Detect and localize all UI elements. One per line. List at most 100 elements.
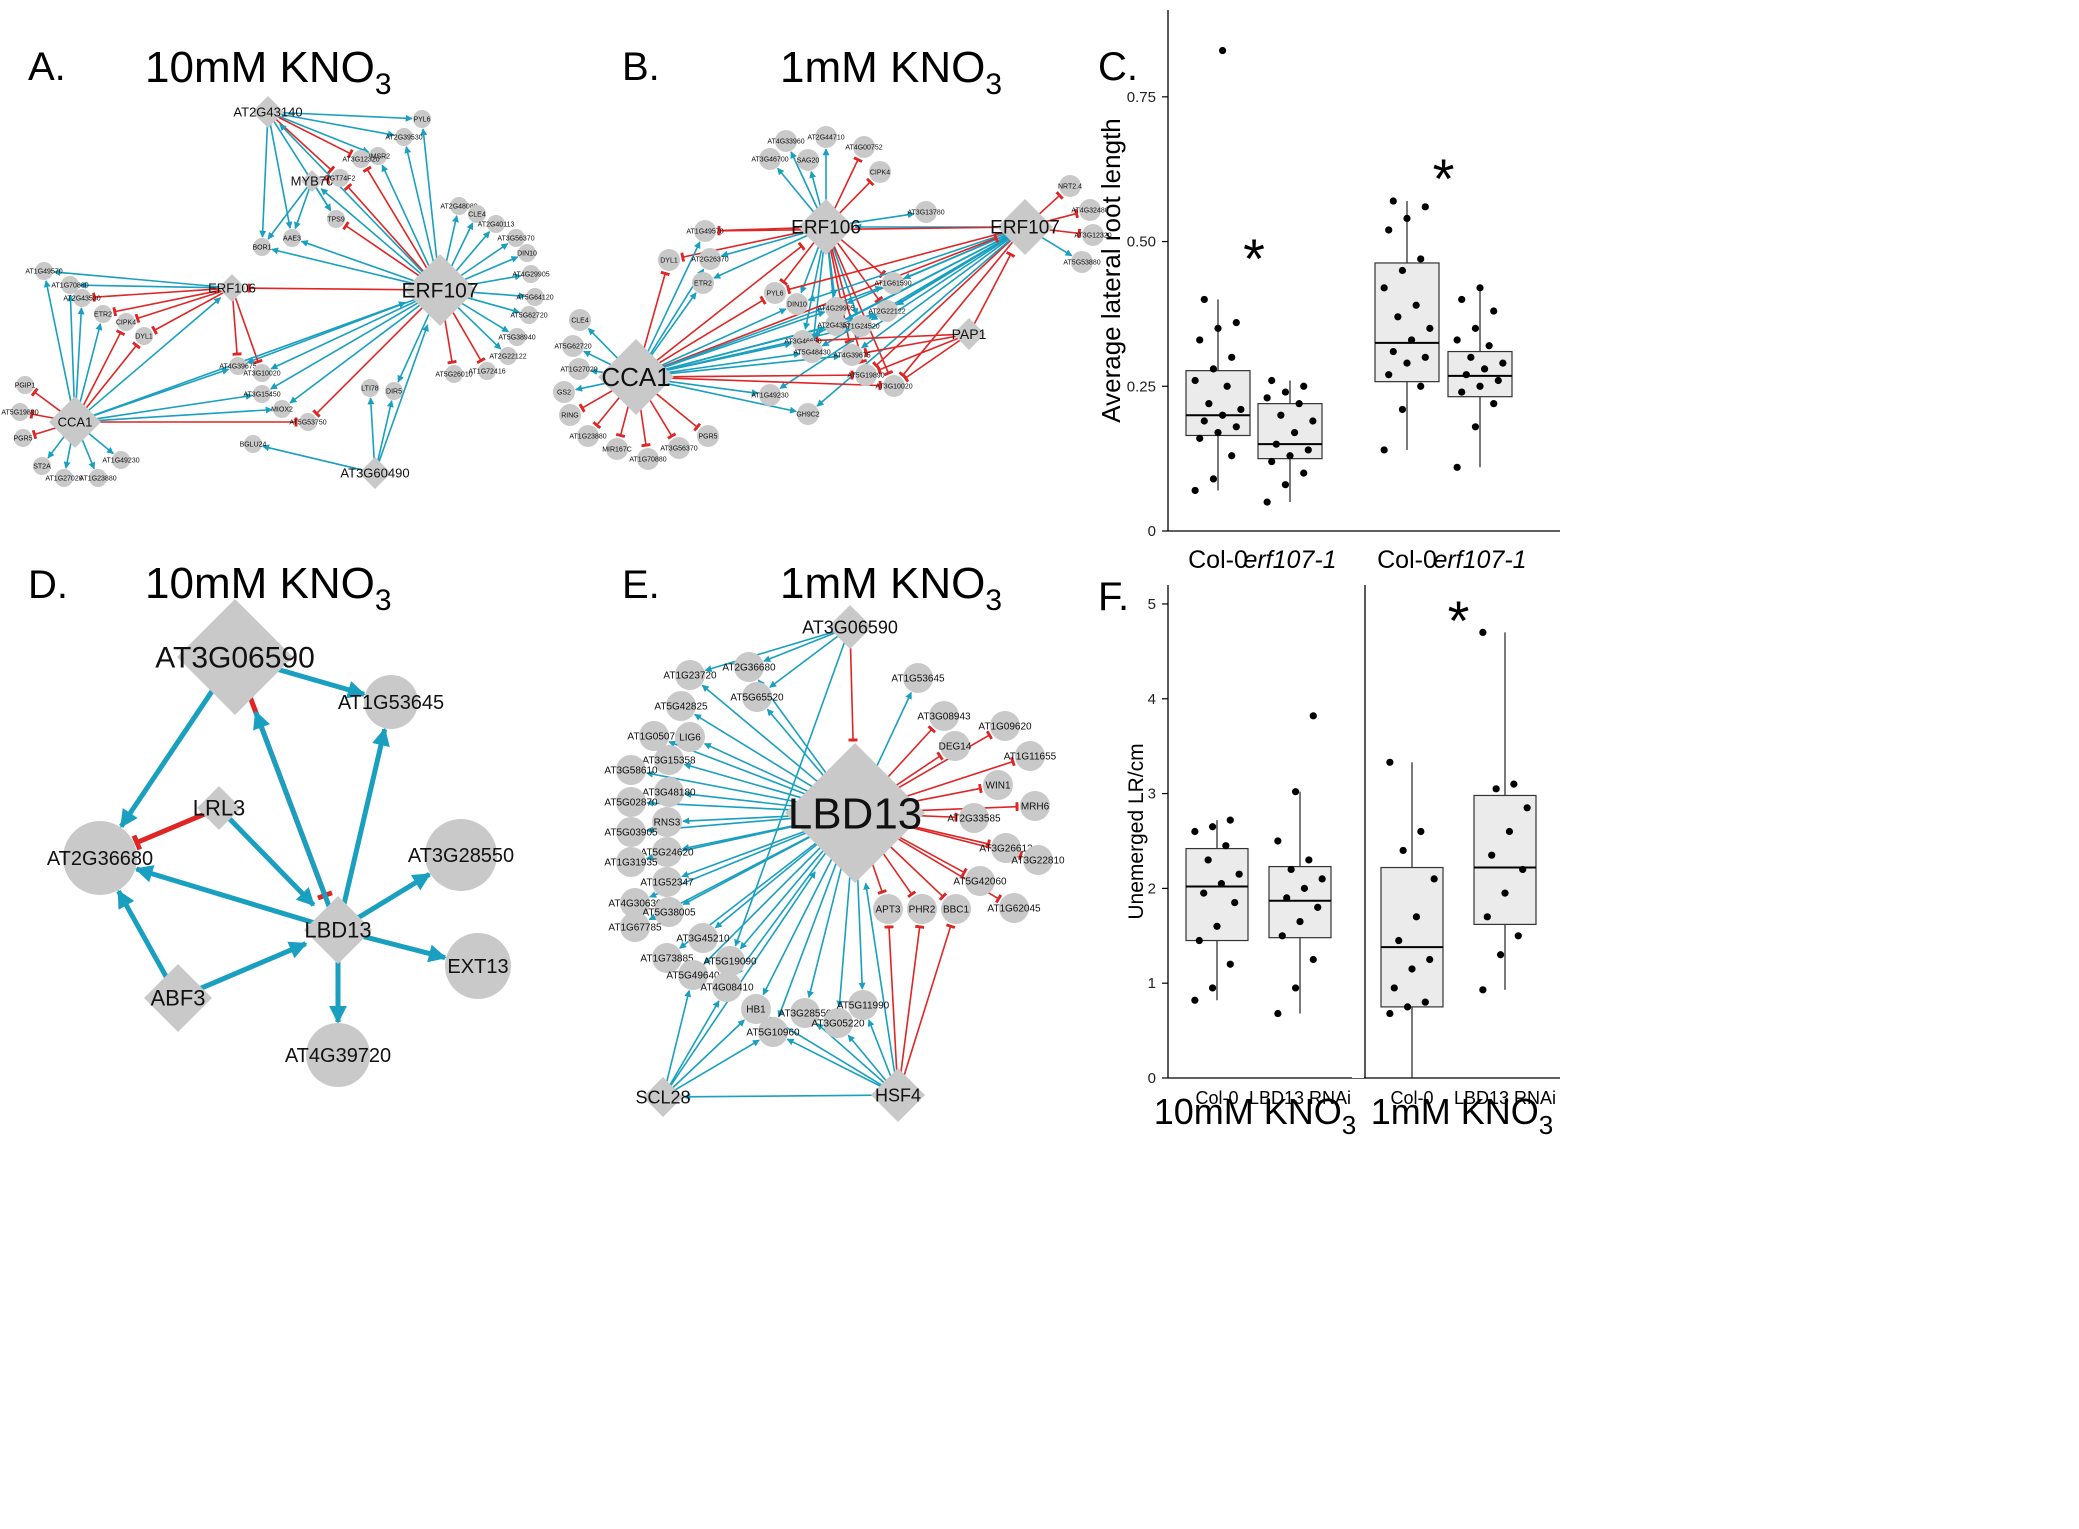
node-at1g70880[interactable]: AT1G70880	[629, 448, 667, 470]
node-at3g45210[interactable]: AT3G45210	[676, 923, 730, 953]
node-at2g40113[interactable]: AT2G40113	[478, 215, 515, 233]
node-at1g09620[interactable]: AT1G09620	[978, 711, 1032, 741]
node-at5g65520[interactable]: AT5G65520	[730, 682, 784, 712]
node-at1g24520[interactable]: AT1G24520	[842, 315, 880, 337]
node-myb70[interactable]: MYB70	[291, 170, 334, 192]
node-at3g56370[interactable]: AT3G56370	[660, 437, 698, 459]
node-aae3[interactable]: AAE3	[283, 229, 301, 247]
node-at3g22810[interactable]: AT3G22810	[1011, 845, 1065, 875]
node-dir5[interactable]: DIR5	[385, 382, 403, 400]
node-din10[interactable]: DIN10	[786, 293, 808, 315]
node-at1g49230[interactable]: AT1G49230	[102, 451, 140, 469]
node-erf107[interactable]: ERF107	[401, 254, 479, 326]
node-at3g26612[interactable]: AT3G26612	[979, 833, 1033, 863]
node-etr2[interactable]: ETR2	[94, 305, 112, 323]
node-at4g30630[interactable]: AT4G30630	[608, 888, 662, 918]
node-dyl1[interactable]: DYL1	[658, 249, 680, 271]
node-cle4[interactable]: CLE4	[468, 205, 486, 223]
node-at5g38005[interactable]: AT5G38005	[642, 897, 696, 927]
node-at4g33960[interactable]: AT4G33960	[767, 130, 805, 152]
node-lbd13[interactable]: LBD13	[785, 743, 925, 883]
node-at4g08410[interactable]: AT4G08410	[700, 972, 754, 1002]
node-lbd13[interactable]: LBD13	[304, 896, 372, 964]
node-bor1[interactable]: BOR1	[252, 238, 272, 256]
node-at1g27020[interactable]: AT1G27020	[560, 358, 598, 380]
node-at5g48430[interactable]: AT5G48430	[793, 341, 831, 363]
node-at1g49570[interactable]: AT1G49570	[25, 262, 63, 280]
node-apt3[interactable]: APT3	[873, 894, 903, 924]
node-at5g11990[interactable]: AT5G11990	[837, 990, 890, 1020]
node-at1g23720[interactable]: AT1G23720	[663, 660, 717, 690]
node-at5g19890[interactable]: AT5G19890	[847, 364, 885, 386]
node-at3g28550[interactable]: AT3G28550	[778, 998, 832, 1028]
node-at2g43140[interactable]: AT2G43140	[233, 96, 303, 128]
node-at3g10020[interactable]: AT3G10020	[875, 375, 913, 397]
node-at5g62720[interactable]: AT5G62720	[510, 306, 548, 324]
node-cipk4[interactable]: CIPK4	[116, 313, 136, 331]
node-rns3[interactable]: RNS3	[652, 807, 682, 837]
node-at3g12320[interactable]: AT3G12320	[342, 150, 380, 168]
node-cipk4[interactable]: CIPK4	[869, 161, 891, 183]
node-ext13[interactable]: EXT13	[445, 933, 511, 999]
node-at5g24620[interactable]: AT5G24620	[640, 837, 694, 867]
node-bbc1[interactable]: BBC1	[941, 894, 971, 924]
node-at4g39675[interactable]: AT4G39675	[219, 357, 257, 375]
node-at1g27020[interactable]: AT1G27020	[45, 469, 83, 487]
node-at5g26010[interactable]: AT5G26010	[435, 365, 473, 383]
node-at1g72416[interactable]: AT1G72416	[468, 362, 506, 380]
node-lrl3[interactable]: LRL3	[193, 786, 246, 830]
node-at2g36680[interactable]: AT2G36680	[47, 821, 153, 895]
node-ring[interactable]: RING	[559, 404, 581, 426]
node-at4g39720[interactable]: AT4G39720	[285, 1023, 391, 1087]
node-pgr5[interactable]: PGR5	[13, 429, 33, 447]
node-at2g22122[interactable]: AT2G22122	[868, 300, 906, 322]
node-hb1[interactable]: HB1	[741, 994, 771, 1024]
node-miox2[interactable]: MIOX2	[271, 400, 293, 418]
node-at4g00752[interactable]: AT4G00752	[845, 136, 883, 158]
node-mir167c[interactable]: MIR167C	[602, 438, 632, 460]
node-at2g48080[interactable]: AT2G48080	[440, 197, 478, 215]
node-abf3[interactable]: ABF3	[144, 964, 212, 1032]
node-bglu24[interactable]: BGLU24	[240, 435, 267, 453]
node-pyl6[interactable]: PYL6	[413, 110, 431, 128]
node-at3g06590[interactable]: AT3G06590	[802, 605, 898, 649]
node-at2g43530[interactable]: AT2G43530	[817, 314, 855, 336]
node-at5g42060[interactable]: AT5G42060	[953, 866, 1007, 896]
node-at3g08943[interactable]: AT3G08943	[917, 701, 971, 731]
node-at2g39530[interactable]: AT2G39530	[385, 128, 423, 146]
node-at4g29905[interactable]: AT4G29905	[512, 265, 550, 283]
node-din10[interactable]: DIN10	[517, 244, 537, 262]
node-lti78[interactable]: LTI78	[361, 379, 379, 397]
node-at2g33585[interactable]: AT2G33585	[947, 803, 1001, 833]
node-erf106[interactable]: ERF106	[791, 199, 861, 255]
node-at3g48180[interactable]: AT3G48180	[642, 777, 696, 807]
node-at3g10020[interactable]: AT3G10020	[243, 364, 281, 382]
node-pap1[interactable]: PAP1	[952, 318, 987, 350]
node-st2a[interactable]: ST2A	[33, 457, 51, 475]
node-at3g46700[interactable]: AT3G46700	[751, 148, 789, 170]
node-at5g19890[interactable]: AT5G19890	[1, 403, 39, 421]
node-at4g29905[interactable]: AT4G29905	[817, 297, 855, 319]
node-phr2[interactable]: PHR2	[907, 894, 937, 924]
node-at1g70880[interactable]: AT1G70880	[51, 276, 89, 294]
node-at1g23880[interactable]: AT1G23880	[569, 425, 607, 447]
node-at1g52347[interactable]: AT1G52347	[640, 867, 694, 897]
node-pgip1[interactable]: PGIP1	[15, 376, 36, 394]
node-at5g53880[interactable]: AT5G53880	[1063, 251, 1101, 273]
node-at5g64120[interactable]: AT5G64120	[516, 288, 554, 306]
node-gs2[interactable]: GS2	[553, 381, 575, 403]
node-cca1[interactable]: CCA1	[598, 339, 674, 415]
node-at5g62720[interactable]: AT5G62720	[554, 335, 592, 357]
node-at1g53645[interactable]: AT1G53645	[338, 675, 444, 729]
node-ugt74f2[interactable]: UGT74F2	[325, 169, 356, 187]
node-at3g06590[interactable]: AT3G06590	[155, 599, 315, 715]
node-at1g53645[interactable]: AT1G53645	[891, 663, 945, 693]
node-mrh6[interactable]: MRH6	[1020, 791, 1050, 821]
node-at5g19090[interactable]: AT5G19090	[703, 946, 757, 976]
node-erf106[interactable]: ERF106	[208, 274, 256, 302]
node-at3g56370[interactable]: AT3G56370	[497, 229, 535, 247]
node-sag20[interactable]: SAG20	[797, 149, 820, 171]
node-at1g67785[interactable]: AT1G67785	[608, 912, 662, 942]
node-at3g12320[interactable]: AT3G12320	[1074, 224, 1112, 246]
node-at3g60490[interactable]: AT3G60490	[340, 457, 410, 489]
